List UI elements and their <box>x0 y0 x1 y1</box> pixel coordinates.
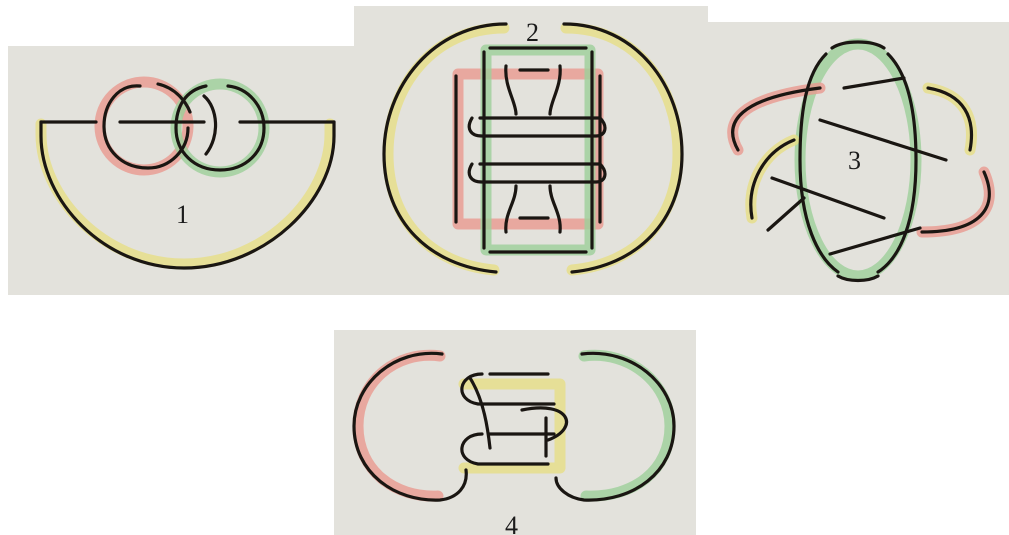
fig3-diagonal-2 <box>820 120 946 160</box>
fig2-yellow-right-arc-highlight <box>566 28 678 270</box>
fig2-right-arc <box>564 24 682 272</box>
fig3-diagonal-5 <box>768 198 804 230</box>
fig3-diagonal-1 <box>844 78 904 88</box>
figure-2-panel: 2 <box>354 6 708 295</box>
figure-2-label: 2 <box>526 20 539 46</box>
fig4-left-ring <box>354 353 466 500</box>
figure-4-knot-diagram <box>334 330 696 535</box>
fig1-crossing-tail <box>204 96 216 154</box>
figure-3-label: 3 <box>848 148 861 174</box>
figure-1-knot-diagram <box>8 46 354 295</box>
figure-3-panel: 3 <box>708 22 1009 295</box>
fig4-right-ring <box>556 353 674 500</box>
fig3-yellow-right-highlight <box>928 88 971 150</box>
fig3-diagonal-4 <box>830 228 920 254</box>
figure-1-label: 1 <box>176 202 189 228</box>
figure-2-knot-diagram <box>354 6 708 295</box>
fig4-lower-loop <box>462 434 548 464</box>
figure-1-panel: 1 <box>8 46 354 295</box>
fig2-red-frame-highlight <box>458 74 598 224</box>
fig4-red-ring-highlight <box>358 355 440 496</box>
figure-4-panel: 4 <box>334 330 696 535</box>
fig3-red-right-highlight <box>922 172 989 232</box>
figure-4-label: 4 <box>505 513 518 535</box>
fig4-green-ring-highlight <box>584 355 670 496</box>
